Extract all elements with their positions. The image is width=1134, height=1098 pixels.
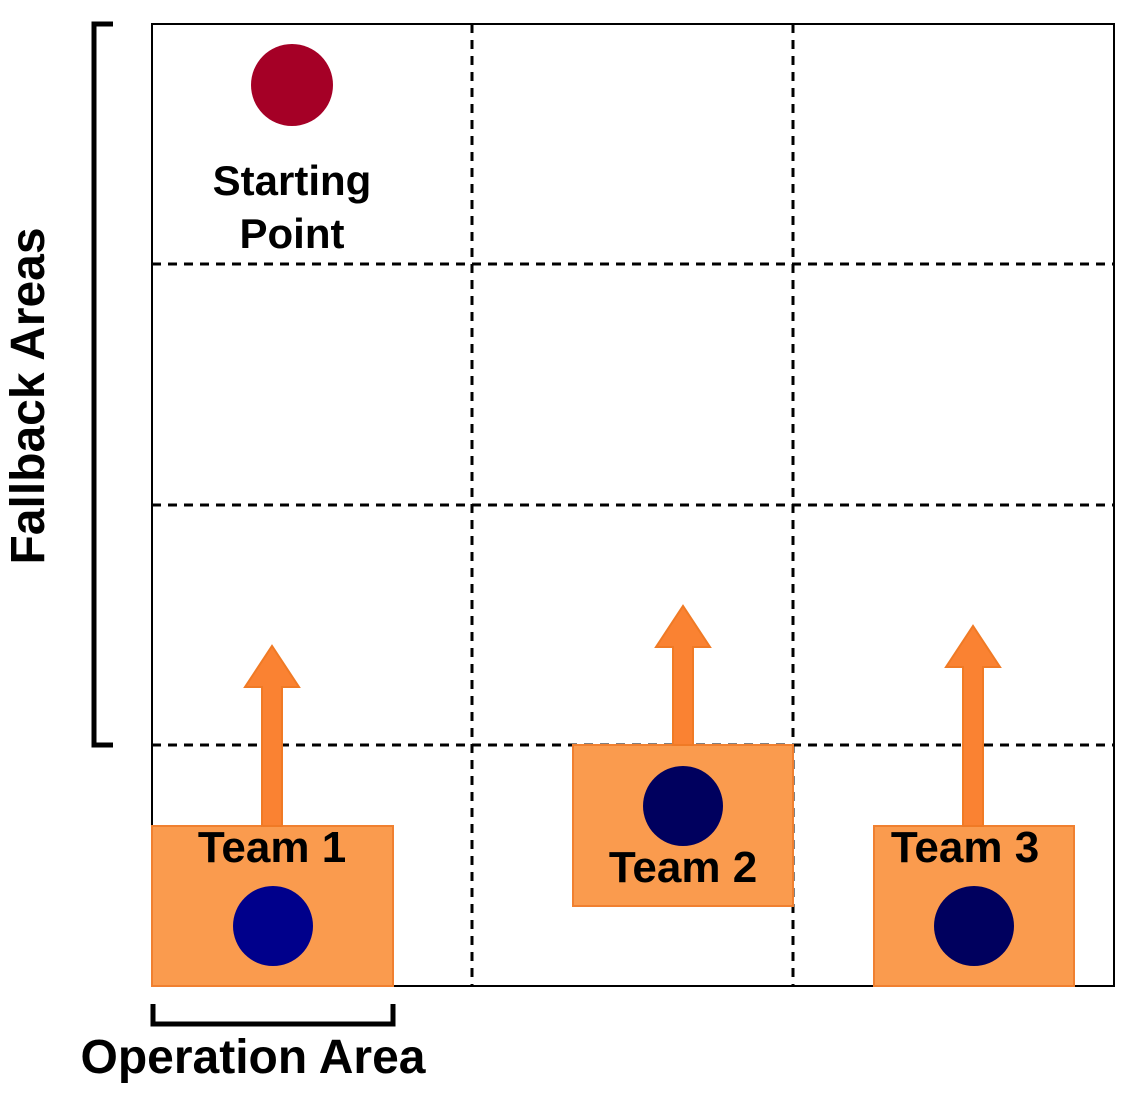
fallback-areas-label: Fallback Areas bbox=[2, 227, 55, 564]
team-1: Team 1 bbox=[151, 644, 394, 987]
operation-area-label: Operation Area bbox=[81, 1031, 426, 1084]
team-2: Team 2 bbox=[572, 604, 794, 907]
team-3-label: Team 3 bbox=[891, 823, 1039, 872]
starting-point-marker bbox=[251, 44, 333, 126]
team-2-label: Team 2 bbox=[609, 843, 757, 892]
team-1-label: Team 1 bbox=[198, 823, 346, 872]
operation-area-bracket bbox=[150, 1004, 396, 1027]
starting-point-label-line2: Point bbox=[240, 210, 345, 257]
team-3-marker bbox=[934, 886, 1014, 966]
team-1-arrow bbox=[243, 644, 301, 827]
starting-point-label-line1: Starting bbox=[213, 157, 372, 204]
team-3: Team 3 bbox=[873, 624, 1075, 987]
team-1-marker bbox=[233, 886, 313, 966]
team-2-arrow bbox=[654, 604, 712, 746]
team-3-arrow bbox=[944, 624, 1002, 827]
fallback-areas-bracket bbox=[91, 21, 113, 748]
team-2-marker bbox=[643, 766, 723, 846]
